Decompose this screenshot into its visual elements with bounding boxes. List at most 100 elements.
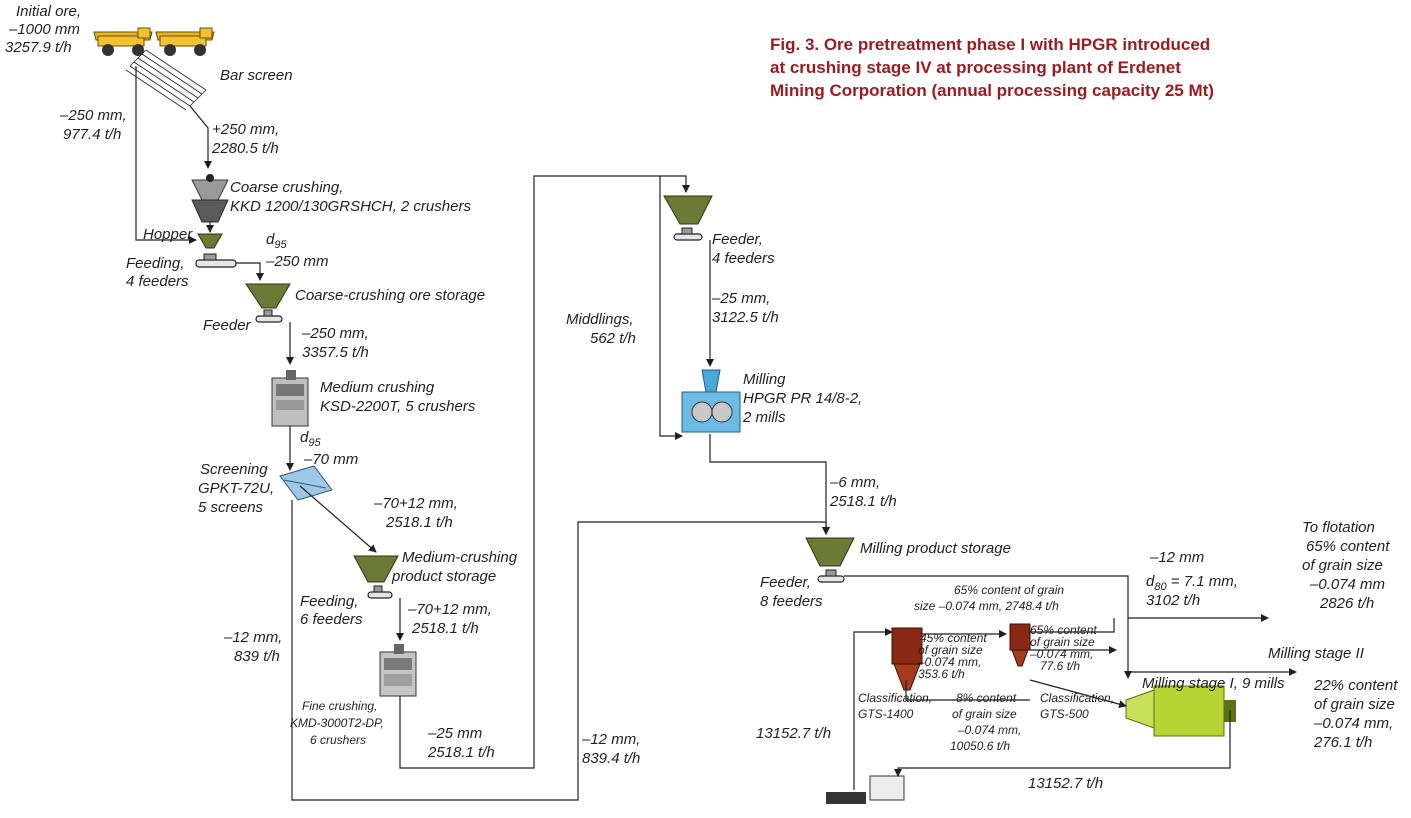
svg-text:–25 mm,: –25 mm, [711, 290, 770, 307]
svg-text:Middlings,: Middlings, [566, 311, 634, 328]
flow-lines [135, 66, 1297, 801]
label-milling-stage-2: Milling stage II [1268, 645, 1364, 662]
svg-text:–70+12 mm,: –70+12 mm, [407, 601, 492, 618]
svg-text:GTS-500: GTS-500 [1040, 707, 1089, 721]
svg-text:–12 mm: –12 mm [1149, 549, 1204, 566]
label-bar-screen: Bar screen [220, 67, 293, 84]
svg-text:d80 = 7.1 mm,: d80 = 7.1 mm, [1146, 573, 1238, 593]
svg-text:Classification,: Classification, [1040, 691, 1114, 705]
cyclone-gts1400-icon [891, 627, 923, 691]
svg-text:2280.5 t/h: 2280.5 t/h [211, 140, 279, 157]
label-coarse-crushing: Coarse crushing, KKD 1200/130GRSHCH, 2 c… [230, 179, 471, 215]
svg-text:977.4 t/h: 977.4 t/h [63, 126, 121, 143]
svg-text:2 mills: 2 mills [742, 409, 786, 426]
svg-text:–0.074 mm,: –0.074 mm, [957, 723, 1021, 737]
label-fine-crushing: Fine crushing, KMD-3000T2-DP, 6 crushers [290, 699, 384, 747]
dump-trucks-icon [93, 27, 215, 56]
svg-text:–250 mm,: –250 mm, [301, 325, 369, 342]
svg-text:6 crushers: 6 crushers [310, 733, 366, 747]
svg-text:HPGR PR 14/8-2,: HPGR PR 14/8-2, [743, 390, 862, 407]
svg-text:To flotation: To flotation [1302, 519, 1375, 536]
svg-text:2826 t/h: 2826 t/h [1319, 595, 1374, 612]
svg-text:65% content: 65% content [1030, 623, 1097, 637]
svg-text:8% content: 8% content [956, 691, 1017, 705]
label-d95-a: d95 –250 mm [265, 231, 329, 270]
label-flow-13152-b: 13152.7 t/h [1028, 775, 1103, 792]
label-flow-minus25-b: –25 mm, 3122.5 t/h [711, 290, 779, 326]
label-milling-storage: Milling product storage [860, 540, 1011, 557]
svg-text:Classification,: Classification, [858, 691, 932, 705]
svg-text:2518.1 t/h: 2518.1 t/h [385, 514, 453, 531]
svg-text:Medium-crushing: Medium-crushing [402, 549, 518, 566]
svg-text:Mining Corporation (annual pro: Mining Corporation (annual processing ca… [770, 81, 1214, 100]
hpgr-hopper-icon [663, 195, 713, 225]
svg-text:Initial ore,: Initial ore, [16, 3, 81, 20]
label-milling-hpgr: Milling HPGR PR 14/8-2, 2 mills [742, 371, 862, 426]
hopper-icon [197, 233, 223, 249]
svg-text:Screening: Screening [200, 461, 268, 478]
feeder-icon [367, 585, 393, 599]
pump-icon [826, 775, 905, 804]
label-flow-13152-a: 13152.7 t/h [756, 725, 831, 742]
svg-text:Feeder,: Feeder, [760, 574, 811, 591]
svg-text:size –0.074 mm, 2748.4 t/h: size –0.074 mm, 2748.4 t/h [914, 599, 1059, 613]
svg-text:GPKT-72U,: GPKT-72U, [198, 480, 274, 497]
label-content-65-small: 65% content of grain size –0.074 mm, 77.… [1029, 623, 1097, 673]
label-milling-stage-1: Milling stage I, 9 mills [1142, 675, 1285, 692]
svg-text:6 feeders: 6 feeders [300, 611, 363, 628]
label-flow-minus12-b: –12 mm, 839.4 t/h [581, 731, 640, 767]
label-feeder-a: Feeder [203, 317, 252, 334]
svg-text:Feeding,: Feeding, [300, 593, 358, 610]
svg-text:Milling: Milling [743, 371, 786, 388]
milling-storage-hopper-icon [805, 537, 855, 567]
svg-text:–70+12 mm,: –70+12 mm, [373, 495, 458, 512]
svg-text:–0.074 mm,: –0.074 mm, [917, 655, 981, 669]
feeder-icon [255, 309, 283, 323]
svg-text:839 t/h: 839 t/h [234, 648, 280, 665]
svg-text:–1000 mm: –1000 mm [8, 21, 80, 38]
label-feeder-4: Feeder, 4 feeders [712, 231, 775, 267]
svg-text:3122.5 t/h: 3122.5 t/h [712, 309, 779, 326]
ball-mill-icon [1125, 685, 1236, 737]
cyclone-gts500-icon [1009, 623, 1031, 667]
label-feeding-4: Feeding, 4 feeders [126, 255, 189, 290]
label-content-22: 22% content of grain size –0.074 mm, 276… [1313, 677, 1398, 751]
svg-text:KSD-2200T, 5 crushers: KSD-2200T, 5 crushers [320, 398, 476, 415]
svg-text:of grain size: of grain size [1302, 557, 1383, 574]
svg-text:3357.5 t/h: 3357.5 t/h [302, 344, 369, 361]
figure-title: Fig. 3. Ore pretreatment phase I with HP… [770, 35, 1214, 100]
medium-storage-hopper-icon [353, 555, 399, 583]
label-content-45: 45% content of grain size –0.074 mm, 353… [917, 631, 987, 681]
svg-text:Feeding,: Feeding, [126, 255, 184, 272]
label-coarse-storage: Coarse-crushing ore storage [295, 287, 485, 304]
svg-text:65% content of grain: 65% content of grain [954, 583, 1064, 597]
label-flow-minus250-b: –250 mm, 3357.5 t/h [301, 325, 369, 361]
label-flow-minus6: –6 mm, 2518.1 t/h [829, 474, 897, 510]
svg-text:562 t/h: 562 t/h [590, 330, 636, 347]
label-class-500: Classification, GTS-500 [1040, 691, 1114, 721]
svg-text:d95: d95 [300, 429, 321, 449]
svg-text:Feeder,: Feeder, [712, 231, 763, 248]
feeder-icon [673, 227, 703, 241]
label-d95-b: d95 –70 mm [300, 429, 358, 468]
svg-text:GTS-1400: GTS-1400 [858, 707, 914, 721]
svg-text:3102 t/h: 3102 t/h [1146, 592, 1200, 609]
label-flow-70-12-a: –70+12 mm, 2518.1 t/h [373, 495, 458, 531]
svg-text:Fine crushing,: Fine crushing, [302, 699, 377, 713]
svg-text:2518.1 t/h: 2518.1 t/h [427, 744, 495, 761]
svg-text:4 feeders: 4 feeders [126, 273, 189, 290]
svg-text:–12 mm,: –12 mm, [223, 629, 282, 646]
fine-crusher-icon [379, 644, 417, 697]
label-hopper: Hopper [143, 226, 193, 243]
svg-text:of grain size: of grain size [918, 643, 983, 657]
label-feeding-6: Feeding, 6 feeders [300, 593, 363, 628]
label-flow-minus250-a: –250 mm, 977.4 t/h [59, 107, 127, 143]
svg-text:KKD 1200/130GRSHCH, 2 crushers: KKD 1200/130GRSHCH, 2 crushers [230, 198, 471, 215]
svg-text:Fig. 3. Ore pretreatment phase: Fig. 3. Ore pretreatment phase I with HP… [770, 35, 1210, 54]
label-flow-minus12-c: –12 mm d80 = 7.1 mm, 3102 t/h [1146, 549, 1238, 609]
svg-text:–0.074 mm,: –0.074 mm, [1313, 715, 1393, 732]
svg-text:45% content: 45% content [920, 631, 987, 645]
label-initial-ore: Initial ore, –1000 mm 3257.9 t/h [5, 3, 81, 56]
hpgr-mill-icon [681, 369, 741, 433]
label-to-flotation: To flotation 65% content of grain size –… [1302, 519, 1390, 612]
